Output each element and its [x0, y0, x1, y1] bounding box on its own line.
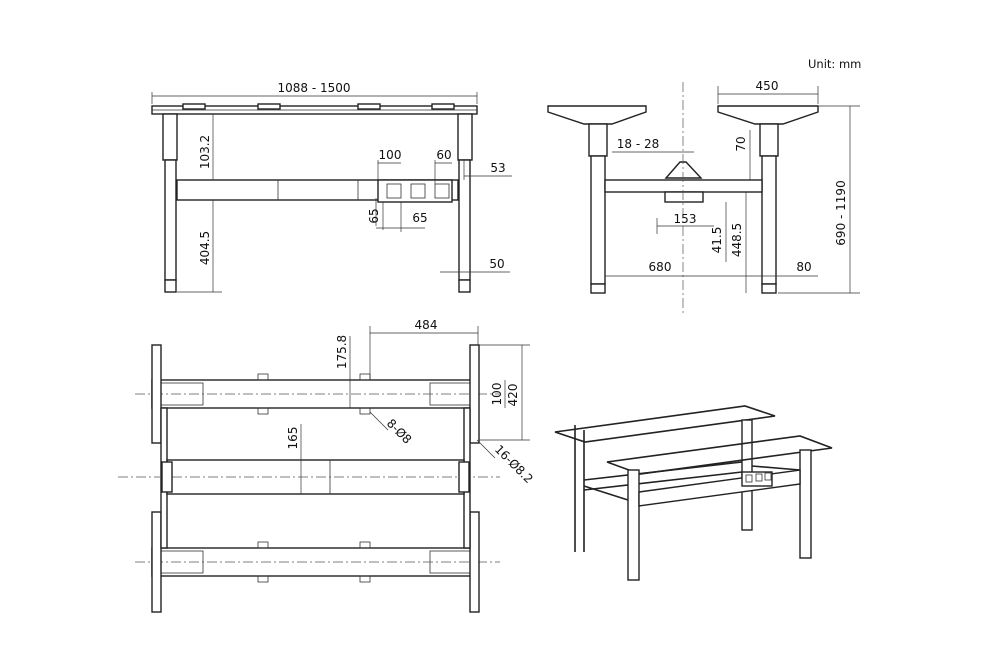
side-crossbeam — [604, 179, 763, 193]
side-left-bracket — [547, 105, 647, 125]
front-view: 1088 - 1500 103.2 404.5 100 60 53 65 65 … — [151, 81, 512, 293]
dim-span: 484 — [415, 318, 438, 332]
dim-center-offset: 165 — [286, 427, 300, 450]
dim-holes-small: 8-Ø8 — [384, 416, 414, 446]
dim-beam-height: 41.5 — [710, 227, 724, 254]
front-socket-box — [377, 179, 453, 203]
dim-box-offset: 53 — [490, 161, 505, 175]
side-right-bracket — [717, 105, 819, 125]
isometric-view — [554, 405, 833, 581]
dim-height-range: 690 - 1190 — [834, 180, 848, 245]
front-left-leg — [162, 113, 178, 161]
dim-box-width: 100 — [379, 148, 402, 162]
side-right-column — [759, 123, 779, 157]
dim-leg-width: 50 — [489, 257, 504, 271]
dim-front-width: 1088 - 1500 — [277, 81, 350, 95]
dim-beam-width: 153 — [674, 212, 697, 226]
dim-top-thickness: 70 — [734, 136, 748, 151]
dim-clamp-range: 18 - 28 — [617, 137, 660, 151]
side-view: 450 18 - 28 70 690 - 1190 153 41.5 448.5… — [547, 79, 860, 316]
dim-holes-large: 16-Ø8.2 — [492, 442, 536, 486]
dim-foot-width: 80 — [796, 260, 811, 274]
front-right-leg — [457, 113, 473, 161]
iso-front-left-leg — [627, 469, 640, 581]
dim-offset: 175.8 — [335, 335, 349, 369]
unit-label: Unit: mm — [808, 57, 861, 71]
dim-upper-height: 103.2 — [198, 135, 212, 169]
dim-lower-height: 404.5 — [198, 231, 212, 265]
top-view-right-plate-lower — [469, 511, 480, 613]
dim-top-width: 450 — [756, 79, 779, 93]
top-view-right-plate-upper — [469, 344, 480, 444]
dim-bracket-width: 100 — [490, 383, 504, 406]
side-left-column — [588, 123, 608, 157]
dim-beam-ground: 448.5 — [730, 223, 744, 257]
dim-box-depth: 65 — [412, 211, 427, 225]
dim-foot-span: 680 — [649, 260, 672, 274]
top-view-left-plate-upper — [151, 344, 162, 444]
dim-bracket-span: 420 — [506, 384, 520, 407]
top-view-left-plate-lower — [151, 511, 162, 613]
dim-box-gap: 60 — [436, 148, 451, 162]
top-view: 484 175.8 420 100 165 8-Ø8 16-Ø8.2 — [118, 318, 536, 613]
dim-box-height: 65 — [367, 208, 381, 223]
iso-front-right-leg — [799, 449, 812, 559]
side-clamp — [664, 161, 703, 179]
